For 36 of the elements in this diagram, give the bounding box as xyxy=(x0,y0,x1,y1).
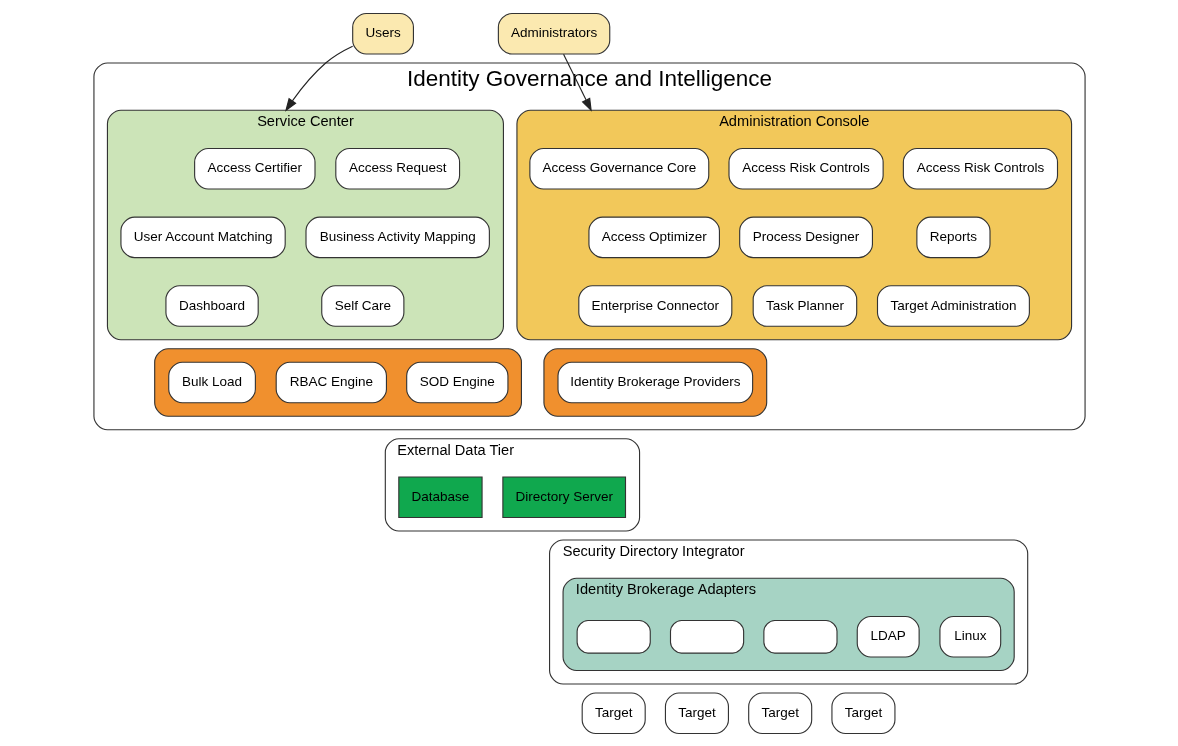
node-box: Identity Brokerage Providers xyxy=(556,361,753,403)
node-box: RBAC Engine xyxy=(275,361,387,403)
node-box xyxy=(762,619,838,654)
arrow xyxy=(562,53,592,112)
node-box: Linux xyxy=(938,615,1001,658)
node-box: LDAP xyxy=(856,615,920,658)
node-box: Access Certifier xyxy=(193,147,316,190)
node-box: Target xyxy=(581,691,646,734)
node-box xyxy=(669,619,744,654)
node-box: Access Optimizer xyxy=(587,216,720,258)
node-box: Reports xyxy=(915,216,991,258)
node-box: SOD Engine xyxy=(405,361,508,403)
node-box: Process Designer xyxy=(738,216,873,258)
node-box: User Account Matching xyxy=(119,216,286,258)
node-box: Self Care xyxy=(320,284,404,327)
node-box xyxy=(576,619,651,654)
node-box: Target xyxy=(747,691,812,734)
node-box: Dashboard xyxy=(164,284,259,327)
node-box: Users xyxy=(351,12,414,55)
node-box: Target xyxy=(830,691,895,734)
node-box: Bulk Load xyxy=(167,361,256,403)
node-box: Target Administration xyxy=(876,284,1030,327)
node-box: Administrators xyxy=(497,12,610,55)
node-box: Enterprise Connector xyxy=(577,284,732,327)
node-box: Task Planner xyxy=(752,284,857,327)
cluster xyxy=(153,347,522,417)
node-box: Directory Server xyxy=(501,475,626,518)
node-box: Business Activity Mapping xyxy=(304,216,490,258)
node-box: Target xyxy=(664,691,729,734)
node-box: Access Request xyxy=(334,147,460,190)
node-box: Database xyxy=(397,475,483,518)
cluster xyxy=(542,347,767,417)
arrow xyxy=(284,45,353,112)
node-box: Access Risk Controls xyxy=(902,147,1058,190)
node-box: Access Risk Controls xyxy=(727,147,884,190)
node-box: Access Governance Core xyxy=(528,147,709,190)
